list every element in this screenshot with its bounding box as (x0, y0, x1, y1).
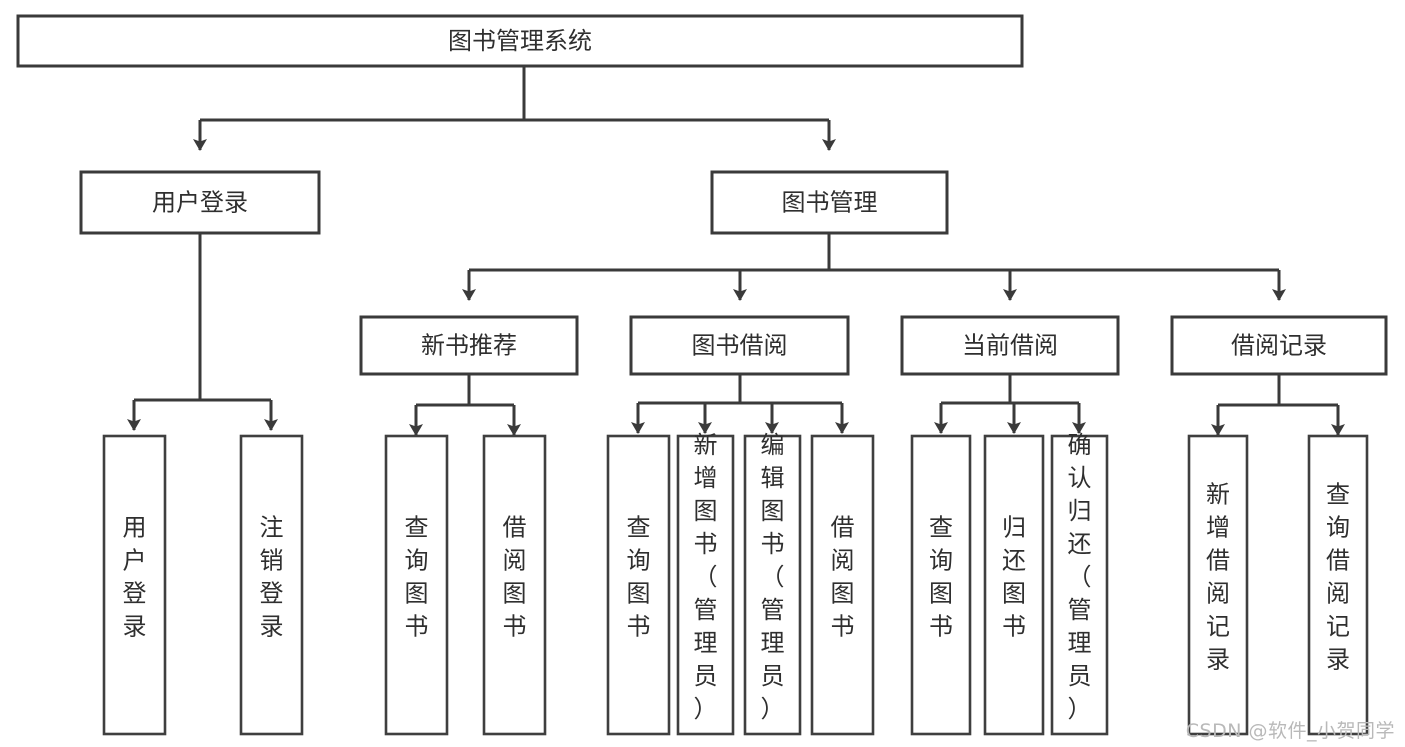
node-label: 当前借阅 (962, 332, 1058, 360)
node-box[interactable] (910, 434, 972, 736)
node-box[interactable] (1050, 434, 1109, 736)
node-box[interactable] (384, 434, 449, 736)
node-label: 查询图书 (929, 514, 953, 641)
node-box[interactable] (359, 315, 579, 376)
node-book-manage[interactable]: 图书管理 (710, 170, 949, 235)
node-box[interactable] (629, 315, 850, 376)
node-label: 借阅记录 (1231, 332, 1327, 360)
node-leaf-query-book-3[interactable]: 查询图书 (910, 434, 972, 736)
node-label: 归还图书 (1002, 514, 1026, 641)
node-leaf-borrow-book-1[interactable]: 借阅图书 (482, 434, 547, 736)
node-label: 用户登录 (152, 189, 248, 217)
node-box[interactable] (676, 434, 735, 736)
node-leaf-add-book[interactable]: 新增图书（管理员） (676, 431, 735, 736)
node-label: 注销登录 (260, 514, 284, 641)
node-leaf-logout[interactable]: 注销登录 (239, 434, 304, 736)
node-box[interactable] (1170, 315, 1388, 376)
node-label: 新书推荐 (421, 332, 517, 360)
node-leaf-edit-book[interactable]: 编辑图书（管理员） (743, 431, 802, 736)
node-label: 借阅图书 (831, 514, 855, 641)
node-box[interactable] (743, 434, 802, 736)
node-box[interactable] (1307, 434, 1369, 736)
node-label: 图书借阅 (692, 332, 788, 360)
node-box[interactable] (900, 315, 1120, 376)
node-leaf-return-book[interactable]: 归还图书 (983, 434, 1045, 736)
node-box[interactable] (710, 170, 949, 235)
node-layer: 图书管理系统用户登录图书管理新书推荐图书借阅当前借阅借阅记录用户登录注销登录查询… (16, 14, 1388, 736)
node-label: 新增图书（管理员） (694, 431, 718, 723)
edge-group-book-borrow-to-leaves (631, 374, 849, 434)
node-new-book-rec[interactable]: 新书推荐 (359, 315, 579, 376)
node-leaf-user-login[interactable]: 用户登录 (102, 434, 167, 736)
node-leaf-query-book-2[interactable]: 查询图书 (606, 434, 671, 736)
edge-group-user-login-to-leaves (127, 233, 278, 431)
node-box[interactable] (606, 434, 671, 736)
node-leaf-query-record[interactable]: 查询借阅记录 (1307, 434, 1369, 736)
node-box[interactable] (79, 170, 321, 235)
node-current-borrow[interactable]: 当前借阅 (900, 315, 1120, 376)
node-label: 查询图书 (627, 514, 651, 641)
node-box[interactable] (983, 434, 1045, 736)
node-box[interactable] (16, 14, 1024, 68)
edge-group-root-to-l2 (193, 66, 836, 151)
node-box[interactable] (482, 434, 547, 736)
edge-layer (127, 66, 1345, 436)
node-label: 确认归还（管理员） (1068, 431, 1092, 723)
node-box[interactable] (102, 434, 167, 736)
node-user-login[interactable]: 用户登录 (79, 170, 321, 235)
node-box[interactable] (1187, 434, 1249, 736)
node-label: 查询借阅记录 (1326, 481, 1350, 674)
node-label: 借阅图书 (503, 514, 527, 641)
node-leaf-borrow-book-2[interactable]: 借阅图书 (810, 434, 875, 736)
edge-group-current-borrow-to-leaves (934, 374, 1086, 434)
node-label: 用户登录 (123, 514, 147, 641)
node-label: 新增借阅记录 (1206, 481, 1230, 674)
edge-group-borrow-record-to-leaves (1211, 374, 1345, 436)
edge-group-new-book-to-leaves (409, 374, 521, 436)
node-leaf-add-record[interactable]: 新增借阅记录 (1187, 434, 1249, 736)
node-leaf-query-book-1[interactable]: 查询图书 (384, 434, 449, 736)
node-borrow-record[interactable]: 借阅记录 (1170, 315, 1388, 376)
node-box[interactable] (810, 434, 875, 736)
node-box[interactable] (239, 434, 304, 736)
node-label: 图书管理 (782, 189, 878, 217)
node-leaf-confirm-return[interactable]: 确认归还（管理员） (1050, 431, 1109, 736)
node-label: 编辑图书（管理员） (761, 431, 785, 723)
node-label: 图书管理系统 (448, 27, 592, 55)
node-root[interactable]: 图书管理系统 (16, 14, 1024, 68)
node-label: 查询图书 (405, 514, 429, 641)
csdn-watermark: CSDN @软件_小贺同学 (1185, 720, 1395, 742)
node-book-borrow[interactable]: 图书借阅 (629, 315, 850, 376)
edge-group-l2-to-l3 (462, 233, 1286, 301)
